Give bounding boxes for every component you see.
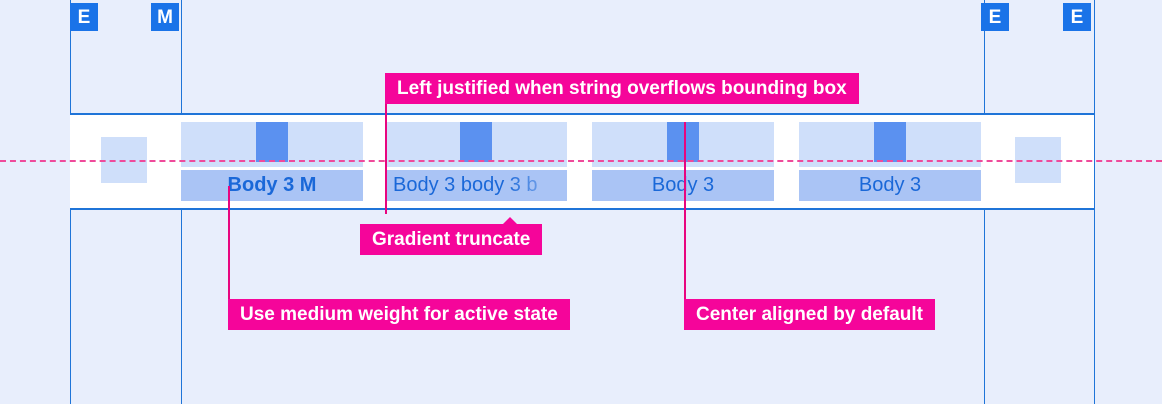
annotation-text: Left justified when string overflows bou…	[397, 78, 847, 99]
tab-item-1[interactable]: Body 3 M	[181, 122, 363, 201]
leader-line-left-justified	[385, 104, 387, 214]
marker-chip-m-left: M	[151, 3, 179, 31]
tab-label: Body 3 body 3 b	[393, 174, 538, 196]
tab-icon-band	[592, 122, 774, 167]
annotation-center-aligned: Center aligned by default	[684, 299, 935, 330]
tab-glyph-icon	[874, 122, 906, 162]
tab-label: Body 3	[858, 174, 922, 196]
tab-icon-band	[181, 122, 363, 167]
tab-glyph-icon	[256, 122, 288, 162]
marker-label: E	[77, 6, 91, 28]
tab-icon-band	[799, 122, 981, 167]
tab-glyph-icon	[460, 122, 492, 162]
marker-chip-e-left: E	[70, 3, 98, 31]
marker-label: E	[1070, 6, 1084, 28]
tab-label: Body 3	[651, 174, 715, 196]
tab-label: Body 3 M	[227, 174, 317, 196]
annotation-text: Center aligned by default	[696, 304, 923, 325]
tab-item-3[interactable]: Body 3	[592, 122, 774, 201]
tab-glyph-icon	[667, 122, 699, 162]
marker-label: M	[157, 6, 173, 28]
annotation-left-justified: Left justified when string overflows bou…	[385, 73, 859, 104]
marker-chip-e-right-outer: E	[1063, 3, 1091, 31]
tab-item-4[interactable]: Body 3	[799, 122, 981, 201]
annotation-use-medium-weight: Use medium weight for active state	[228, 299, 570, 330]
leader-line-center-aligned	[684, 122, 686, 299]
vertical-center-guideline	[0, 160, 1162, 162]
annotation-text: Use medium weight for active state	[240, 304, 558, 325]
tab-text-band: Body 3	[799, 170, 981, 201]
leader-line-use-medium-weight	[228, 186, 230, 299]
annotation-text: Gradient truncate	[372, 229, 531, 250]
tab-text-band: Body 3	[592, 170, 774, 201]
tab-icon-band	[385, 122, 567, 167]
tab-item-2[interactable]: Body 3 body 3 b	[385, 122, 567, 201]
marker-chip-e-right-inner: E	[981, 3, 1009, 31]
annotation-gradient-truncate: Gradient truncate	[360, 217, 543, 255]
marker-label: E	[988, 6, 1002, 28]
tab-text-band: Body 3 body 3 b	[385, 170, 567, 201]
tab-text-band: Body 3 M	[181, 170, 363, 201]
vertical-guide-4	[1094, 0, 1095, 404]
